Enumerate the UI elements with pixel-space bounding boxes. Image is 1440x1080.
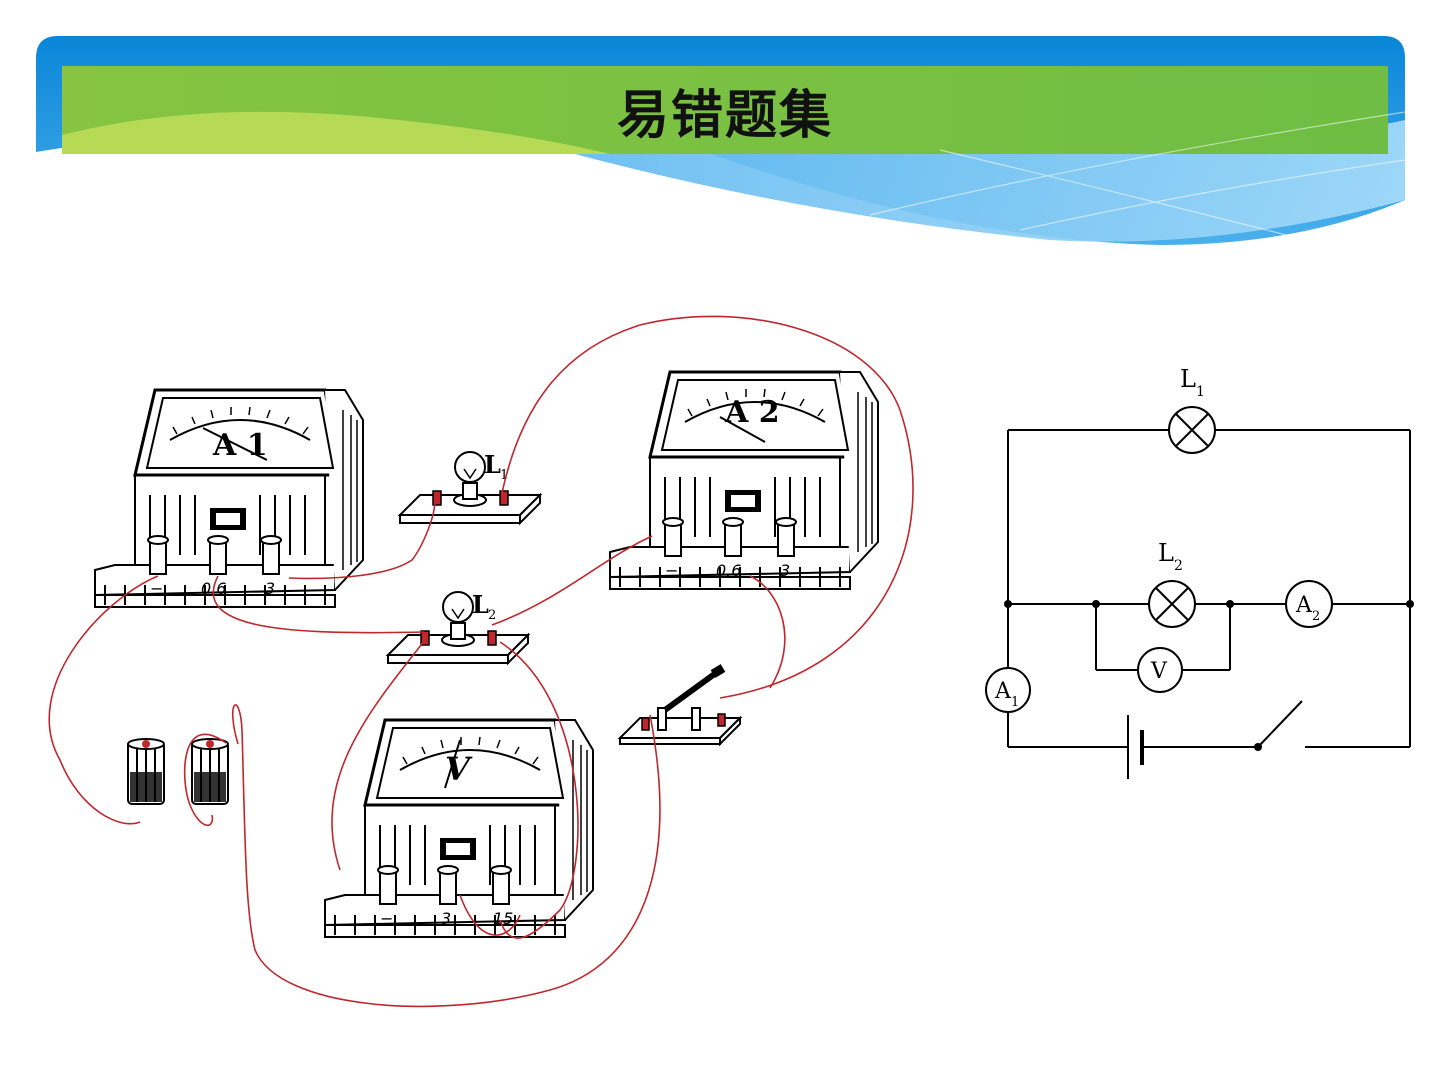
- schematic-l1-subscript: 1: [1196, 384, 1205, 400]
- lamp-l1-label: L: [484, 450, 501, 479]
- ammeter-a1-symbol: A 1: [985, 667, 1031, 713]
- schematic-l1-label: L: [1180, 365, 1196, 393]
- ammeter-a2-symbol: A 2: [1285, 580, 1333, 628]
- circuit-schematic: L 1 L 2 A 2 V A 1: [985, 365, 1414, 779]
- schematic-v-label: V: [1150, 659, 1168, 684]
- schematic-a2-label: A: [1295, 593, 1313, 618]
- lamp-l2: L 2: [387, 590, 529, 664]
- voltmeter-symbol: V: [1137, 647, 1183, 693]
- ammeter-a2-terminal-neg: −: [665, 561, 678, 580]
- schematic-l2-label: L: [1158, 539, 1174, 567]
- voltmeter-label: V: [445, 750, 473, 788]
- circuit-apparatus-figure: A 1 − 0.6 3 A 2 − 0.6 3 V − 3 15 L 1: [48, 315, 914, 1008]
- ammeter-a2-label: A 2: [724, 395, 780, 430]
- banner-sheen-lines: [869, 111, 1406, 237]
- voltmeter: V − 3 15: [323, 718, 595, 939]
- ammeter-a1-terminal-3: 3: [265, 579, 275, 598]
- ammeter-a1: A 1 − 0.6 3: [93, 388, 365, 609]
- ammeter-a2: A 2 − 0.6 3: [608, 370, 880, 591]
- header-banner: [36, 36, 1406, 245]
- battery-cell-1: [127, 738, 165, 805]
- voltmeter-terminal-neg: −: [380, 909, 393, 928]
- lamp-l1-subscript: 1: [500, 468, 508, 483]
- junction-dots: [1004, 600, 1414, 751]
- ammeter-a2-terminal-0.6: 0.6: [716, 561, 741, 580]
- knife-switch: [617, 664, 743, 747]
- voltmeter-terminal-15: 15: [493, 909, 513, 928]
- schematic-l2-subscript: 2: [1174, 558, 1183, 574]
- title-bar-wave: [62, 111, 610, 154]
- lamp-l2-label: L: [472, 590, 489, 619]
- schematic-a1-label: A: [994, 679, 1012, 704]
- battery-symbol: [1127, 715, 1144, 779]
- schematic-a2-subscript: 2: [1312, 609, 1320, 624]
- schematic-a1-subscript: 1: [1011, 695, 1019, 710]
- lamp-l1: L 1: [399, 450, 541, 524]
- slide-title: 易错题集: [616, 85, 833, 146]
- ammeter-a1-terminal-neg: −: [150, 579, 163, 598]
- ammeter-a1-label: A 1: [212, 428, 268, 463]
- lamp-l2-subscript: 2: [488, 608, 496, 623]
- voltmeter-terminal-3: 3: [441, 909, 451, 928]
- battery-cell-2: [191, 738, 229, 805]
- lamp-l1-symbol: L 1: [1168, 365, 1216, 454]
- lamp-l2-symbol: L 2: [1148, 539, 1196, 628]
- switch-blade: [1257, 700, 1303, 748]
- connecting-wires: [48, 315, 914, 1008]
- ammeter-a2-terminal-3: 3: [780, 561, 790, 580]
